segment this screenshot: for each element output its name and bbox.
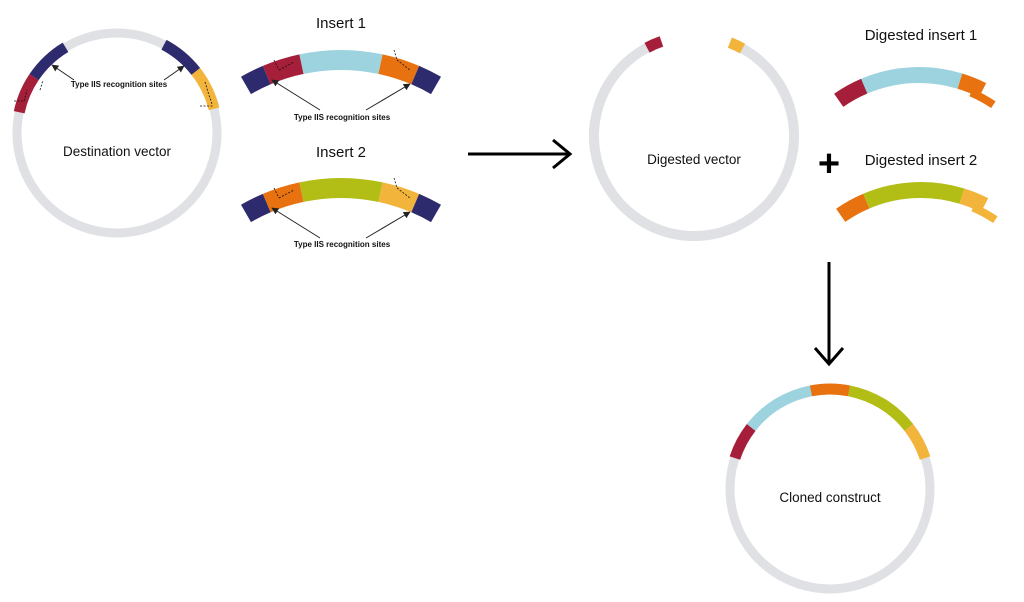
digested-insert-1-orange-overhang-segment [957, 73, 987, 98]
cloned-construct-orange-overhang-segment [809, 383, 851, 397]
insert-1-orange-overhang-segment [378, 54, 420, 85]
insert-2-cut-right [393, 177, 411, 199]
insert-2-right-recognition-site-segment [411, 193, 442, 223]
digested-vector: Digested vector [589, 36, 799, 241]
arrow-down-icon [813, 262, 845, 367]
destination-vector-yellow-overhang-segment [191, 68, 220, 111]
destination-vector-sites-label: Type IIS recognition sites [71, 80, 168, 89]
insert-1-pointer-right [365, 83, 411, 111]
digested-insert-1-title: Digested insert 1 [865, 27, 978, 44]
insert-2-orange-overhang-segment [262, 182, 304, 213]
destination-vector-pointer-left [51, 64, 75, 81]
insert-2-title: Insert 2 [316, 144, 366, 161]
insert-1-title: Insert 1 [316, 15, 366, 32]
destination-vector: Destination vector Type IIS recognition … [12, 28, 222, 238]
digested-vector-yellow-overhang-segment [727, 37, 746, 54]
cloned-construct: Cloned construct [725, 383, 935, 594]
insert-2-cut-left [273, 187, 295, 199]
digested-vector-label: Digested vector [647, 152, 741, 167]
insert-1-right-recognition-site-segment [411, 65, 442, 95]
digested-insert-2-orange-overhang-segment [836, 193, 870, 222]
destination-vector-right-recognition-site-segment [161, 39, 201, 75]
cloned-construct-label: Cloned construct [779, 490, 881, 505]
insert-1-insert-body-segment [299, 50, 383, 74]
insert-1-pointer-left [271, 79, 321, 111]
insert-1-sites-label: Type IIS recognition sites [294, 113, 391, 122]
destination-vector-cut-right [200, 81, 214, 107]
digested-insert-2-yellow-overhang-segment [959, 188, 989, 213]
insert-2-yellow-overhang-segment [378, 182, 420, 213]
digested-vector-backbone-segment [589, 41, 799, 241]
destination-vector-pointer-right [163, 65, 185, 81]
digested-insert-1: Digested insert 1 [834, 27, 996, 109]
insert-2: Insert 2 Type IIS recognition sites [240, 144, 442, 249]
insert-2-pointer-right [365, 211, 411, 239]
digested-insert-2-title: Digested insert 2 [865, 152, 978, 169]
cloned-construct-yellow-overhang-segment [904, 424, 931, 460]
cloned-construct-insert-2-body-segment [847, 385, 914, 431]
digested-insert-1-insert-body-segment [861, 67, 963, 94]
insert-1: Insert 1 Type IIS recognition sites [240, 15, 442, 122]
digested-insert-1-red-overhang-segment [834, 78, 868, 107]
destination-vector-label: Destination vector [63, 144, 172, 159]
insert-1-cut-left [273, 59, 295, 71]
insert-2-sites-label: Type IIS recognition sites [294, 240, 391, 249]
insert-2-pointer-left [271, 207, 321, 239]
cloned-construct-red-overhang-segment [729, 424, 756, 460]
plus-sign: + [818, 143, 840, 185]
digested-vector-red-overhang-segment [644, 36, 664, 53]
destination-vector-cut-left [14, 79, 44, 102]
insert-2-insert-body-segment [299, 178, 383, 202]
destination-vector-red-overhang-segment [13, 74, 39, 114]
digested-insert-2-yellow-overhang-tail-segment [971, 203, 998, 224]
digested-insert-2-insert-body-segment [863, 182, 965, 209]
cloned-construct-insert-1-body-segment [746, 385, 813, 431]
destination-vector-backbone [12, 28, 222, 238]
destination-vector-left-recognition-site-segment [29, 42, 69, 81]
insert-1-cut-right [393, 49, 411, 71]
insert-1-left-recognition-site-segment [240, 65, 271, 95]
insert-2-left-recognition-site-segment [240, 193, 271, 223]
digested-insert-1-orange-overhang-tail-segment [969, 88, 996, 109]
insert-1-red-overhang-segment [262, 54, 304, 85]
digested-insert-2: Digested insert 2 [836, 152, 998, 224]
arrow-right-icon [468, 138, 573, 170]
